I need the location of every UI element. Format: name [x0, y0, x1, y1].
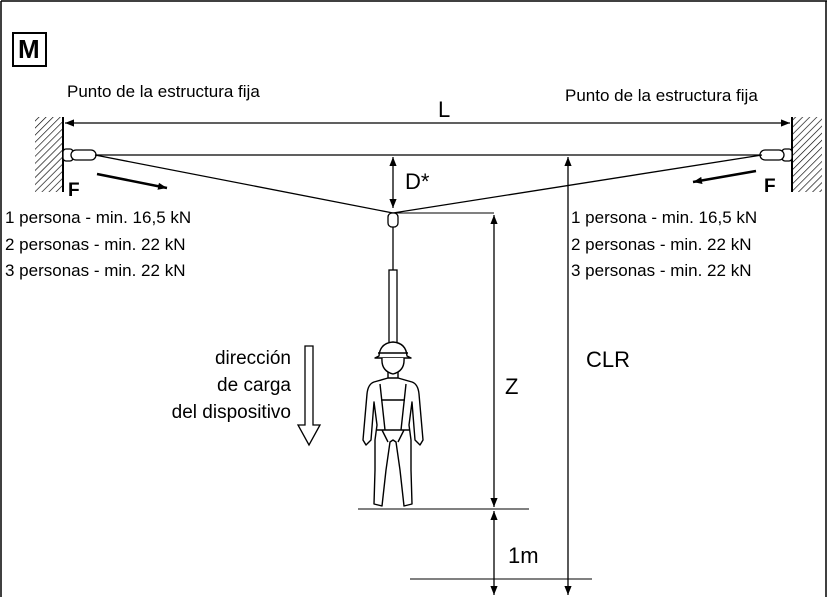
load-direction-arrow	[296, 345, 322, 447]
load-left-1: 1 persona - min. 16,5 kN	[5, 208, 192, 227]
load-direction-line-1: dirección	[214, 348, 291, 369]
load-left-3: 3 personas - min. 22 kN	[5, 261, 186, 280]
load-direction-line-2: de carga	[217, 375, 291, 396]
right-wall-hatch	[792, 117, 822, 192]
load-right-1: 1 persona - min. 16,5 kN	[571, 208, 758, 227]
force-arrow-left	[96, 172, 168, 190]
force-arrow-right	[692, 169, 757, 184]
load-left-2: 2 personas - min. 22 kN	[5, 235, 186, 254]
margin-label: 1m	[508, 543, 539, 568]
span-label: L	[438, 97, 451, 122]
clr-label: CLR	[586, 347, 631, 372]
load-right-2: 2 personas - min. 22 kN	[571, 235, 752, 254]
load-right-3: 3 personas - min. 22 kN	[571, 261, 752, 280]
sag-label: D*	[405, 169, 430, 194]
left-wall-hatch	[35, 117, 63, 192]
badge-box	[12, 32, 47, 67]
anchor-point-right-label: Punto de la estructura fija	[565, 86, 758, 105]
force-left-label: F	[68, 180, 80, 201]
z-label: Z	[505, 374, 519, 399]
anchor-point-left-label: Punto de la estructura fija	[67, 82, 260, 101]
right-anchor-connector	[759, 148, 793, 162]
left-anchor-connector	[62, 148, 97, 162]
worker-figure	[362, 341, 424, 507]
figure-badge: M	[18, 34, 40, 64]
force-right-label: F	[764, 176, 776, 197]
load-direction-line-3: del dispositivo	[171, 402, 291, 423]
